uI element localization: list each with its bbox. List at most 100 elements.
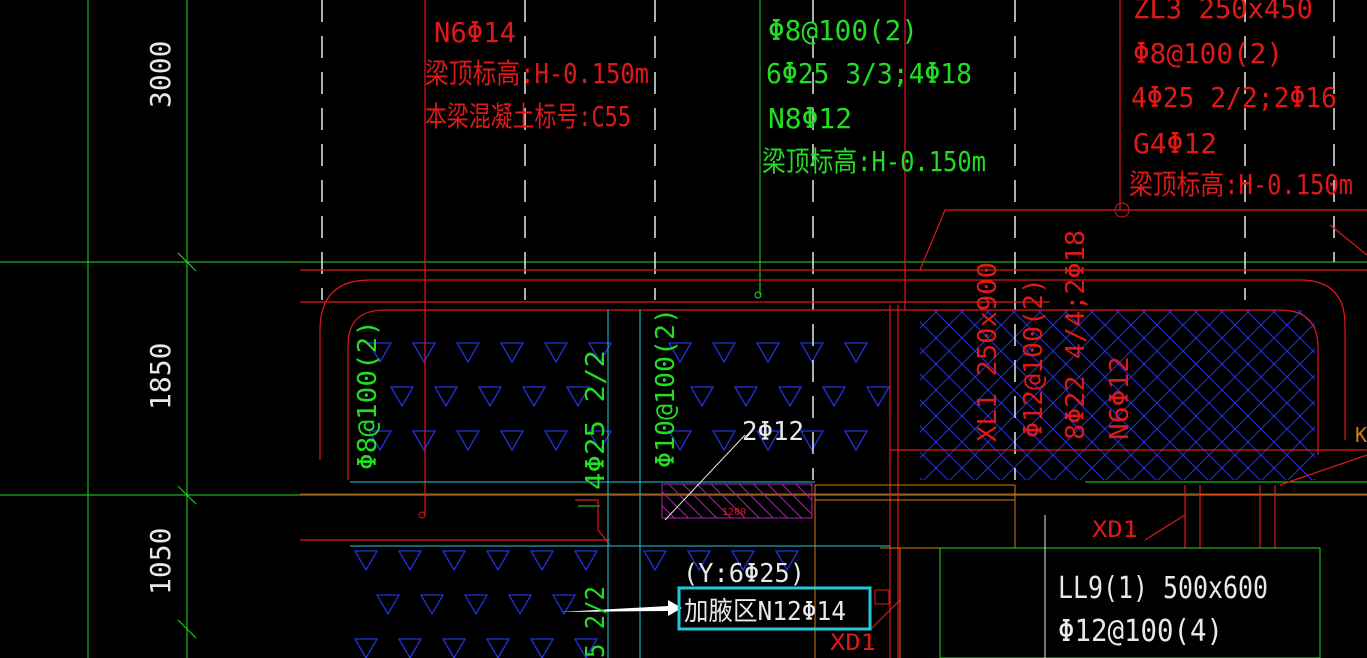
slab-triangle-symbol <box>485 638 511 658</box>
slab-triangle-symbol <box>441 550 467 572</box>
slab-triangle-symbol <box>397 638 423 658</box>
slab-triangle-symbol <box>565 386 591 408</box>
slab-triangle-symbol <box>485 550 511 572</box>
haunch-arrow <box>560 600 682 616</box>
beam-mid-elevation: 梁顶标高:H-0.150m <box>762 145 986 178</box>
slab-triangle-symbol <box>455 342 481 364</box>
slab-triangle-symbol <box>529 550 555 572</box>
slab-triangle-symbol <box>433 386 459 408</box>
slab-triangle-symbol <box>587 430 613 452</box>
xl1-side: N6Φ12 <box>1105 356 1135 440</box>
slab-triangle-symbol <box>733 386 759 408</box>
slab-triangle-symbol <box>755 342 781 364</box>
slab-triangle-symbol <box>499 342 525 364</box>
slab-triangle-symbol <box>686 550 712 572</box>
beam-right-mainbar: 4Φ25 2/2;2Φ16 <box>1131 81 1337 114</box>
slab-triangle-symbol <box>799 430 825 452</box>
slab-triangle-symbol <box>730 550 756 572</box>
beam-left-rebar: N6Φ14 <box>434 16 516 49</box>
slab-triangle-symbol <box>477 386 503 408</box>
slab-triangle-symbol <box>711 430 737 452</box>
rebar-leader <box>664 434 746 521</box>
beam-mid-side: N8Φ12 <box>768 102 852 135</box>
slab-triangle-symbol <box>411 430 437 452</box>
slab-triangle-symbol <box>499 430 525 452</box>
slab-triangle-symbol <box>667 342 693 364</box>
slab-triangle-symbol <box>389 386 415 408</box>
slab-triangle-symbol <box>642 550 668 572</box>
rebar-count-label: 2Φ12 <box>742 417 804 447</box>
slab-triangle-symbol <box>543 430 569 452</box>
crosshatch-slab <box>920 310 1315 480</box>
slab-triangle-symbol <box>367 342 393 364</box>
leader-circle <box>1114 202 1130 218</box>
slab-triangle-symbol <box>353 550 379 572</box>
xl1-stirrup: Φ12@100(2) <box>1019 278 1049 438</box>
vertical-mainbar-left: 4Φ25 2/2 <box>581 350 611 490</box>
dashed-axes <box>321 0 1335 480</box>
slab-triangle-symbol <box>573 638 599 658</box>
slab-triangle-symbol <box>587 342 613 364</box>
slab-triangle-symbol <box>689 386 715 408</box>
dim-1850: 1850 <box>144 343 177 410</box>
k-label: K <box>1355 423 1367 447</box>
triangle-slab-symbols <box>353 342 891 658</box>
dim-ticks <box>177 252 197 639</box>
slab-triangle-symbol <box>419 594 445 616</box>
slab-triangle-symbol <box>441 638 467 658</box>
rebar-zone-box <box>661 483 813 519</box>
vertical-stirrup-left: Φ8@100(2) <box>353 320 383 470</box>
xd1-label-right: XD1 <box>1092 518 1138 543</box>
slab-triangle-symbol <box>843 342 869 364</box>
slab-triangle-symbol <box>573 550 599 572</box>
beam-mid-mainbar: 6Φ25 3/3;4Φ18 <box>766 57 972 90</box>
slab-triangle-symbol <box>755 430 781 452</box>
vertical-mainbar-bottom: 5 2/2 <box>581 586 611 658</box>
orange-band <box>814 484 1260 658</box>
slab-triangle-symbol <box>411 342 437 364</box>
small-red-box <box>874 589 890 605</box>
beam-right-elevation: 梁顶标高:H-0.150m <box>1129 168 1353 201</box>
slab-triangle-symbol <box>529 638 555 658</box>
length-label: 1200 <box>722 507 746 518</box>
slab-triangle-symbol <box>367 430 393 452</box>
slab-triangle-symbol <box>397 550 423 572</box>
ll9-name: LL9(1) 500x600 <box>1058 571 1268 606</box>
dim-1050: 1050 <box>144 528 177 595</box>
haunch-label[interactable]: 加腋区N12Φ14 <box>684 597 846 627</box>
grid-node-marker <box>754 291 762 299</box>
beam-left-concrete: 本梁混凝土标号:C55 <box>425 100 631 133</box>
haunch-label-box[interactable] <box>677 586 872 631</box>
beam-left-elevation: 梁顶标高:H-0.150m <box>425 57 649 90</box>
slab-triangle-symbol <box>799 342 825 364</box>
slab-triangle-symbol <box>463 594 489 616</box>
xl1-name: XL1 250x900 <box>973 262 1003 442</box>
xd1-label-bottom: XD1 <box>830 631 876 656</box>
xl1-mainbar: 8Φ22 4/4;2Φ18 <box>1061 230 1091 440</box>
beam-outlines <box>300 0 1367 658</box>
beam-right-stirrup: Φ8@100(2) <box>1133 37 1283 70</box>
dim-3000: 3000 <box>144 41 177 108</box>
slab-triangle-symbol <box>551 594 577 616</box>
slab-triangle-symbol <box>667 430 693 452</box>
slab-triangle-symbol <box>777 386 803 408</box>
slab-triangle-symbol <box>543 342 569 364</box>
ll9-stirrup: Φ12@100(4) <box>1058 614 1223 649</box>
y-rebar-note: (Y:6Φ25) <box>683 559 805 589</box>
beam-right-side: G4Φ12 <box>1133 127 1217 160</box>
slab-triangle-symbol <box>774 550 800 572</box>
vertical-stirrup-mid: Φ10@100(2) <box>651 308 681 468</box>
beam-mid-stirrup: Φ8@100(2) <box>768 14 918 47</box>
slab-triangle-symbol <box>521 386 547 408</box>
slab-triangle-symbol <box>353 638 379 658</box>
slab-triangle-symbol <box>375 594 401 616</box>
slab-triangle-symbol <box>507 594 533 616</box>
slab-triangle-symbol <box>455 430 481 452</box>
slab-triangle-symbol <box>865 386 891 408</box>
beam-right-name: ZL3 250x450 <box>1133 0 1313 25</box>
ll9-box <box>939 547 1321 658</box>
slab-triangle-symbol <box>821 386 847 408</box>
slab-triangle-symbol <box>711 342 737 364</box>
beam-node-marker <box>418 511 426 519</box>
